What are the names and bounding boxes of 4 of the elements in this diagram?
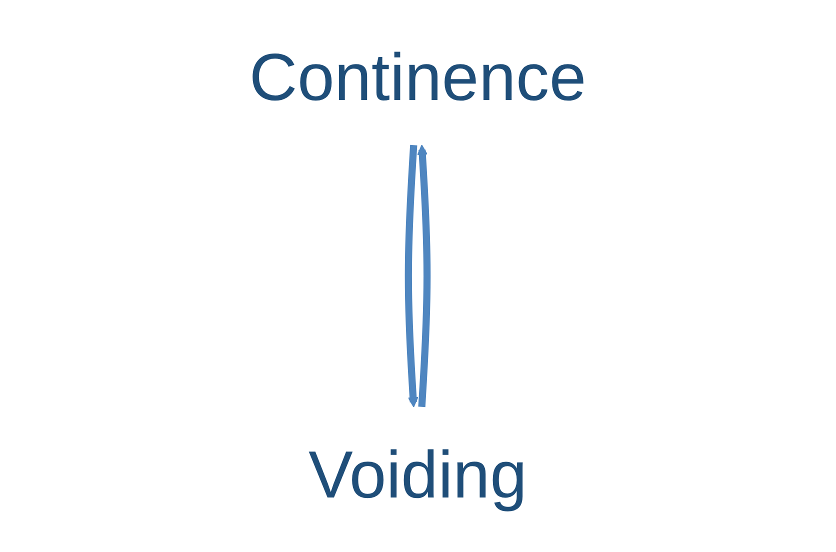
node-text: Voiding: [308, 436, 528, 512]
arrow: [405, 144, 419, 408]
node-text: Continence: [249, 39, 587, 114]
arrow: [417, 144, 431, 408]
